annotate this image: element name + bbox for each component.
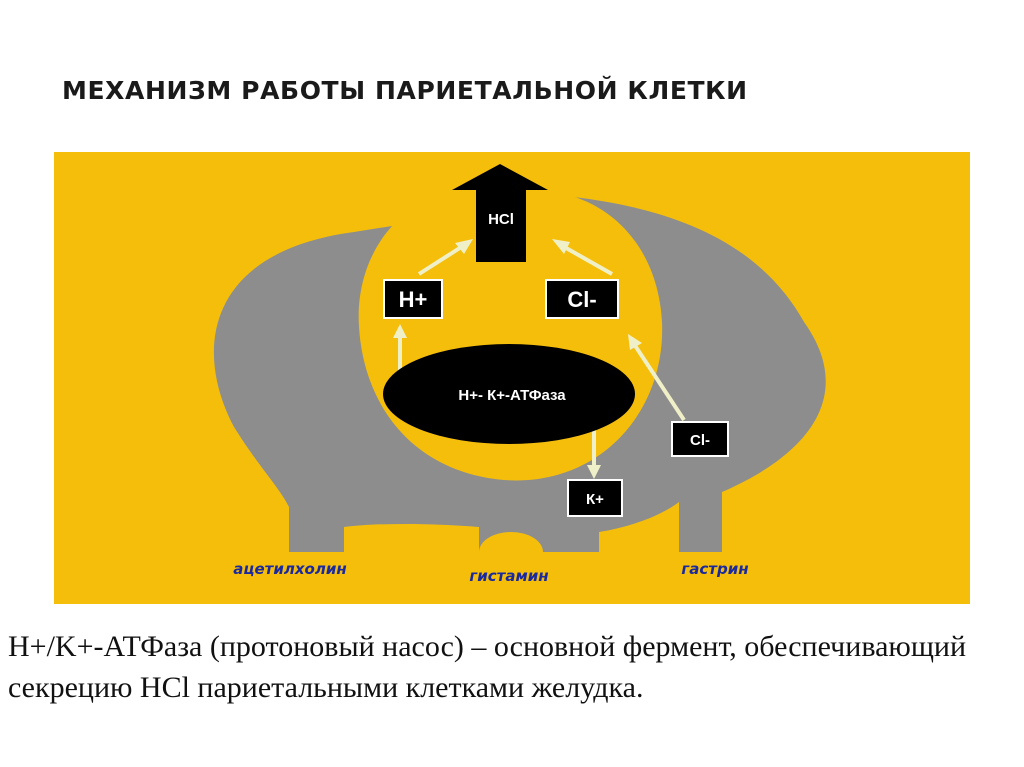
hcl-output-arrow bbox=[452, 164, 548, 262]
parietal-cell-diagram: HCl H+ Cl- H+- К+-АТФаза Cl- К+ ацетилхо… bbox=[54, 152, 970, 604]
h-ion-label: H+ bbox=[399, 287, 428, 312]
receptor-acetylcholine: ацетилхолин bbox=[233, 560, 346, 578]
arrow-cl-to-hcl-head bbox=[552, 239, 570, 254]
cl-input-label: Cl- bbox=[690, 432, 710, 449]
hcl-label: HCl bbox=[488, 211, 514, 228]
cl-ion-box-frame bbox=[545, 279, 619, 319]
arrow-h-to-hcl-head bbox=[455, 239, 473, 254]
arrow-h-to-hcl bbox=[417, 242, 468, 276]
receptor-histamine: гистамин bbox=[469, 567, 548, 585]
h-ion-box-frame bbox=[383, 279, 443, 319]
cl-input-box: Cl- bbox=[671, 421, 729, 457]
k-output-label: К+ bbox=[586, 491, 604, 508]
k-output-box: К+ bbox=[567, 479, 623, 517]
arrow-cl-to-hcl bbox=[558, 242, 613, 276]
cl-input-box-frame bbox=[671, 421, 729, 457]
arrow-cl-influx-head bbox=[628, 334, 642, 350]
atpase-label: H+- К+-АТФаза bbox=[458, 387, 566, 404]
k-output-box-frame bbox=[567, 479, 623, 517]
receptor-gastrin: гастрин bbox=[681, 560, 748, 578]
slide-title: МЕХАНИЗМ РАБОТЫ ПАРИЕТАЛЬНОЙ КЛЕТКИ bbox=[62, 76, 748, 105]
arrow-atpase-to-h-head bbox=[393, 324, 407, 338]
h-ion-box: H+ bbox=[383, 279, 443, 319]
cl-ion-label: Cl- bbox=[567, 287, 596, 312]
atpase-enzyme bbox=[383, 344, 635, 444]
cl-ion-box: Cl- bbox=[545, 279, 619, 319]
arrow-cl-influx bbox=[632, 342, 686, 422]
slide-caption: H+/K+-АТФаза (протоновый насос) – основн… bbox=[8, 630, 967, 704]
arrow-k-efflux-head bbox=[587, 465, 601, 479]
